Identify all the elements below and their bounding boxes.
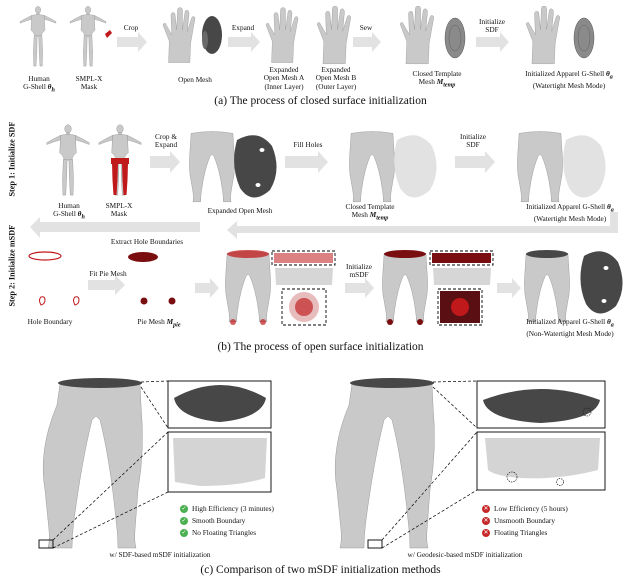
arrow-label-fill-holes: Fill Holes	[290, 141, 326, 149]
label-open-mesh-a: Open Mesh	[175, 76, 215, 84]
label-extract-hole-boundaries: Extract Hole Boundaries	[104, 238, 190, 246]
label-expanded-a: Expanded Open Mesh A (Inner Layer)	[262, 66, 306, 91]
check-item-1: ✓High Efficiency (3 minutes)	[180, 504, 274, 513]
check-item-2: ✓Smooth Boundary	[180, 516, 245, 525]
arrow-label-initialize-msdf: Initialize mSDF	[342, 263, 376, 280]
label-hole-boundary: Hole Boundary	[22, 318, 78, 326]
arrow-label-sew: Sew	[356, 24, 376, 32]
cross-item-2: ✕Unsmooth Boundary	[482, 516, 555, 525]
label-human-gshell-b: Human G-Shell θh	[50, 202, 88, 222]
section-a	[20, 6, 594, 66]
label-sdf-based: w/ SDF-based mSDF initialization	[90, 551, 230, 559]
check-icon: ✓	[180, 529, 188, 537]
check-icon: ✓	[180, 505, 188, 513]
label-initialized-non-watertight: Initialized Apparel G-Shell θa (Non-Wate…	[505, 318, 635, 338]
arrow-label-initialize-sdf-a: Initialize SDF	[476, 18, 508, 35]
label-closed-template-b: Closed Template Mesh Mtemp	[340, 203, 400, 223]
cross-icon: ✕	[482, 529, 490, 537]
check-item-3: ✓No Floating Triangles	[180, 528, 256, 537]
cross-item-3: ✕Floating Triangles	[482, 528, 547, 537]
check-icon: ✓	[180, 517, 188, 525]
label-initialized-b: Initialized Apparel G-Shell θa (Watertig…	[508, 203, 632, 223]
label-expanded-b: Expanded Open Mesh B (Outer Layer)	[313, 66, 359, 91]
caption-b: (b) The process of open surface initiali…	[0, 341, 641, 353]
section-b	[29, 125, 623, 325]
step1-label: Step 1: Initialize SDF	[8, 117, 17, 197]
cross-icon: ✕	[482, 517, 490, 525]
caption-c: (c) Comparison of two mSDF initializatio…	[0, 564, 641, 576]
caption-a: (a) The process of closed surface initia…	[0, 95, 641, 107]
label-human-gshell-a: Human G-Shell θh	[20, 75, 58, 95]
label-initialized-a: Initialized Apparel G-Shell θa (Watertig…	[508, 70, 630, 90]
label-smplx-mask-b: SMPL-X Mask	[102, 202, 136, 219]
arrow-label-crop: Crop	[120, 24, 142, 32]
step2-label: Step 2: Initialize mSDF	[8, 227, 17, 307]
label-pie-mesh: Pie Mesh Mpie	[134, 318, 184, 330]
label-fit-pie-mesh: Fit Pie Mesh	[86, 270, 130, 278]
cross-item-1: ✕Low Efficiency (5 hours)	[482, 504, 568, 513]
label-expanded-open-mesh: Expanded Open Mesh	[200, 207, 280, 215]
arrow-label-crop-expand: Crop & Expand	[150, 133, 182, 150]
cross-icon: ✕	[482, 505, 490, 513]
arrow-label-expand: Expand	[230, 24, 256, 32]
label-geodesic-based: w/ Geodesic-based mSDF initialization	[385, 551, 545, 559]
arrow-label-initialize-sdf-b: Initialize SDF	[456, 133, 490, 150]
label-smplx-mask-a: SMPL-X Mask	[72, 75, 106, 92]
label-closed-template-a: Closed Template Mesh Mtemp	[408, 70, 466, 90]
